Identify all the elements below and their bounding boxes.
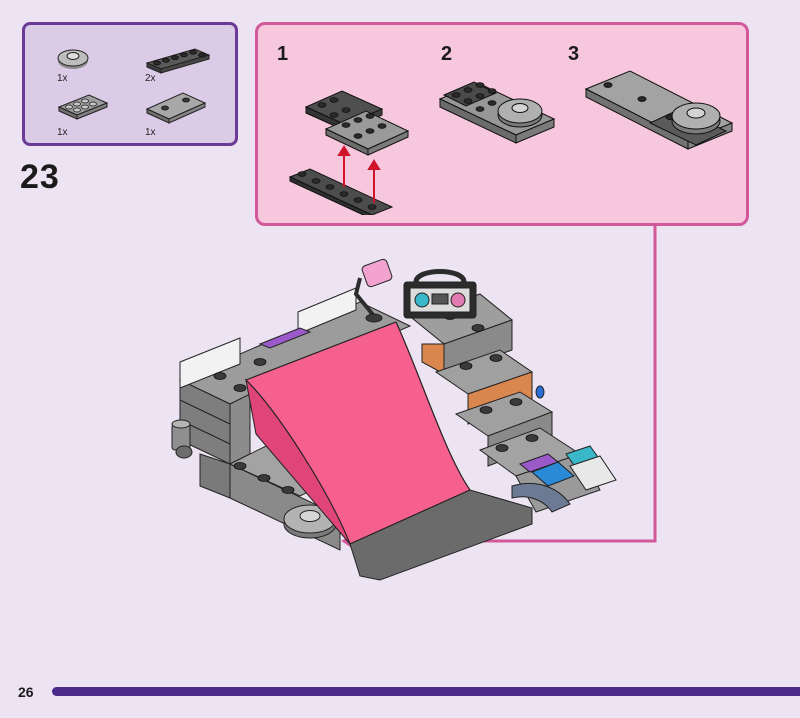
round-plate-2x2-part bbox=[57, 49, 89, 69]
sub-step-3-illustration bbox=[584, 70, 734, 150]
step-number: 23 bbox=[20, 158, 60, 196]
hinge-part bbox=[171, 419, 193, 459]
page-number: 26 bbox=[18, 684, 34, 700]
tile-2x4-qty: 1x bbox=[145, 127, 156, 138]
sub-step-3-label: 3 bbox=[568, 43, 580, 65]
round-plate-2x2-qty: 1x bbox=[57, 73, 68, 84]
parts-list-box: 1x 2x 1x bbox=[22, 22, 238, 146]
sub-step-1-label: 1 bbox=[277, 43, 289, 65]
progress-bar bbox=[52, 687, 800, 696]
lamp-part bbox=[353, 258, 393, 323]
plate-2x4-part bbox=[57, 94, 109, 120]
plate-1x6-qty: 2x bbox=[145, 73, 156, 84]
progress-bar-fill bbox=[52, 687, 800, 696]
plate-2x4-qty: 1x bbox=[57, 127, 68, 138]
sub-assembly-box: 1 2 3 bbox=[255, 22, 749, 226]
plate-1x6-part bbox=[145, 48, 211, 74]
sub-step-2-label: 2 bbox=[441, 43, 453, 65]
main-model-illustration bbox=[171, 258, 617, 581]
sub-step-2-illustration bbox=[438, 81, 556, 144]
boombox-part bbox=[403, 269, 477, 319]
sub-step-1-illustration bbox=[288, 90, 410, 215]
tile-2x4-part bbox=[145, 92, 207, 124]
